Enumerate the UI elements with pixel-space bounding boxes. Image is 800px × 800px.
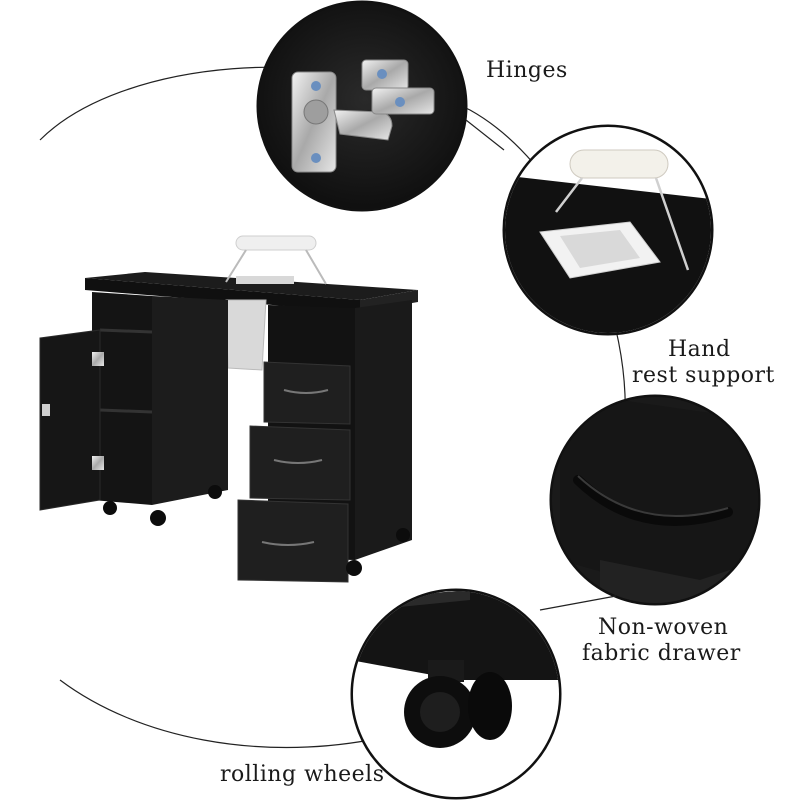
connector-hinges — [465, 119, 505, 151]
wheels-label: rolling wheels — [220, 762, 385, 787]
zoom-wheels — [350, 588, 562, 800]
zoom-hand-rest — [502, 124, 714, 336]
fabric-drawers — [237, 361, 351, 583]
hinges-label: Hinges — [486, 58, 568, 83]
zoom-drawer — [549, 394, 761, 606]
drawer-label-line2: fabric drawer — [582, 641, 741, 666]
hand-rest-label-line1: Hand — [668, 337, 731, 362]
drawer-label-line1: Non-woven — [598, 615, 729, 640]
zoom-hinges — [256, 0, 468, 212]
hand-rest-label-line2: rest support — [632, 363, 775, 388]
decorative-arc-lower — [59, 679, 371, 749]
cabinet-door — [39, 329, 101, 511]
connector-drawer — [539, 595, 617, 611]
hand-rest-cushion — [235, 235, 317, 251]
nail-desk-illustration — [39, 235, 418, 583]
